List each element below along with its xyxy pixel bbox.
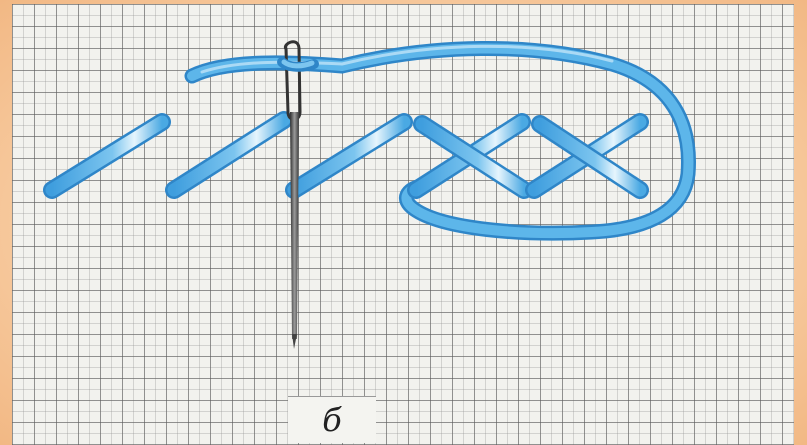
half-stitch-2 (174, 120, 284, 190)
cross-stitch-1 (416, 122, 524, 190)
cross-stitch-2 (534, 122, 640, 190)
half-stitch-1 (52, 122, 162, 190)
figure-caption: б (288, 401, 376, 439)
figure-caption-box: б (288, 396, 376, 443)
half-stitch-3 (294, 122, 404, 190)
stitch-illustration (12, 4, 794, 445)
